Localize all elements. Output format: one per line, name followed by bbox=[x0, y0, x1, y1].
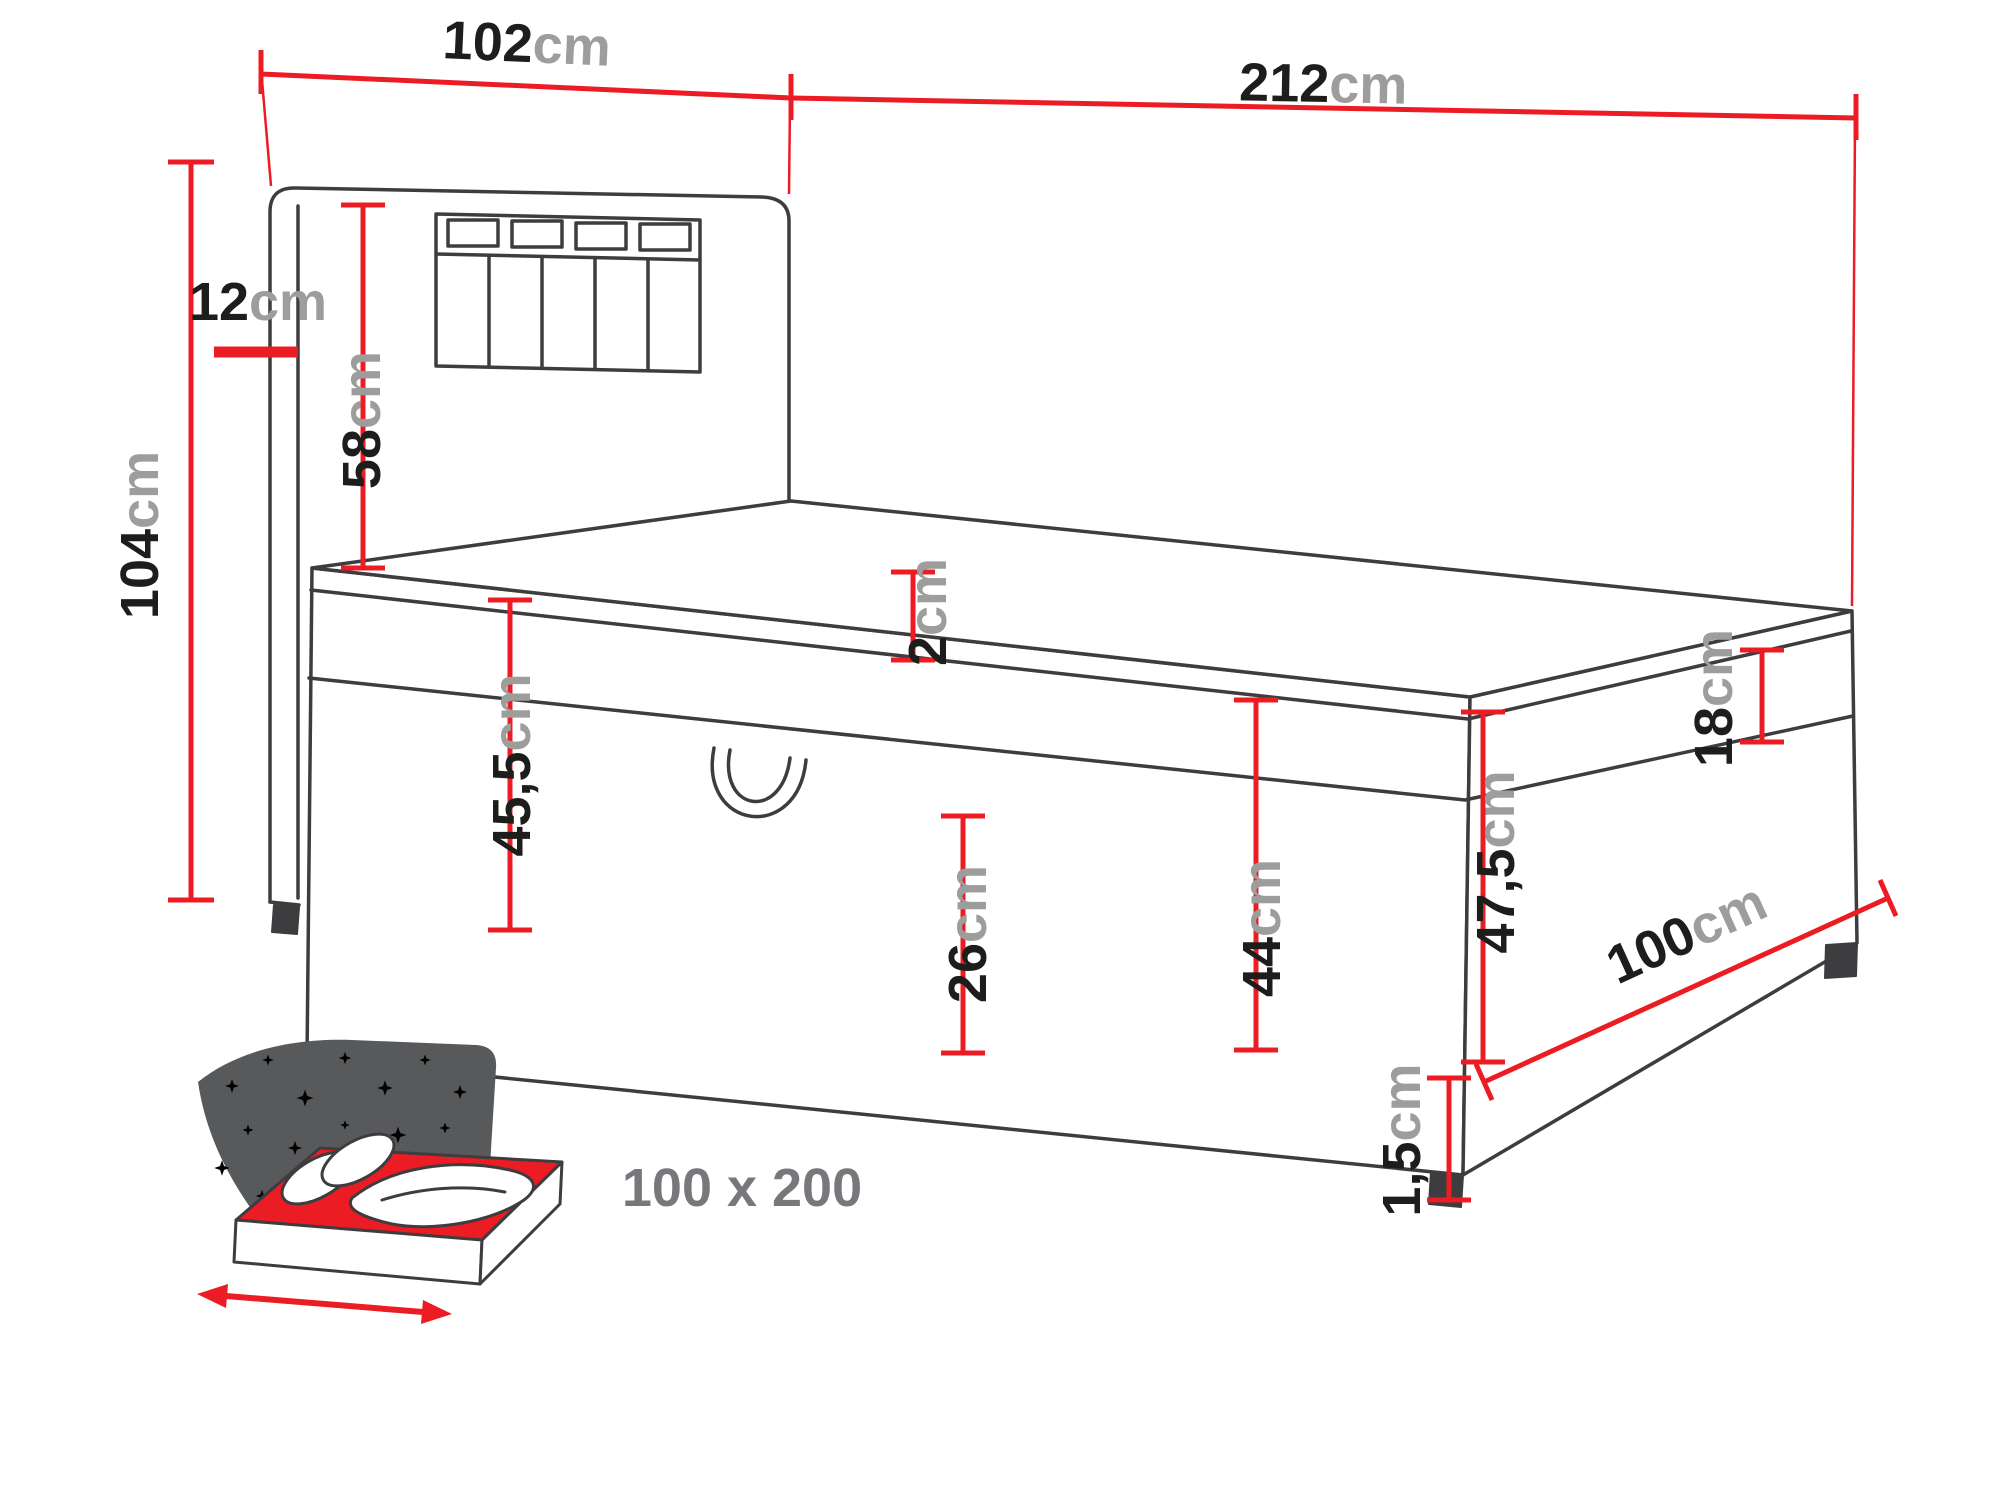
dimension-headboard-height: 58cm bbox=[332, 202, 392, 571]
mini-bed-duvet-fold bbox=[380, 1186, 507, 1202]
dimension-label: 45,5cm bbox=[482, 673, 542, 856]
dimension-feet-height: 1,5cm bbox=[1372, 1063, 1471, 1217]
topper-bottom-line bbox=[309, 588, 1853, 721]
headboard-foot bbox=[271, 904, 300, 935]
dimension-tick bbox=[488, 597, 532, 933]
mini-bed-pillow bbox=[320, 1132, 396, 1188]
dimension-side-height-left: 45,5cm bbox=[482, 597, 542, 933]
dimension-tick bbox=[168, 159, 214, 903]
panel-strip-line bbox=[434, 252, 702, 262]
size-label: 100 x 200 bbox=[622, 1158, 862, 1218]
handle-outer-loop bbox=[710, 746, 808, 819]
mini-bed-duvet bbox=[348, 1163, 535, 1229]
dimension-label: 44cm bbox=[1232, 859, 1292, 997]
dimension-total-height: 104cm bbox=[110, 159, 214, 903]
dimension-line bbox=[1482, 895, 1890, 1085]
dimension-label: 1,5cm bbox=[1372, 1063, 1432, 1216]
bed-box-drawing bbox=[305, 499, 1859, 1208]
bed-drawing bbox=[268, 186, 1859, 1208]
dimension-headboard-width: 102cm bbox=[258, 10, 794, 195]
extension-line bbox=[260, 79, 792, 195]
dimension-label: 47,5cm bbox=[1466, 770, 1526, 953]
panel-vertical-seams bbox=[487, 254, 650, 372]
dimension-mattress-thickness: 18cm bbox=[1684, 629, 1784, 767]
dimension-tick bbox=[1473, 878, 1899, 1102]
headboard-drawing bbox=[268, 186, 791, 935]
dimension-label: 18cm bbox=[1684, 629, 1744, 767]
panel-top-rects bbox=[446, 218, 692, 252]
width-arrow-head-right bbox=[421, 1300, 452, 1324]
dimension-tick bbox=[1427, 1075, 1471, 1203]
dimension-headboard-depth: 12cm bbox=[189, 272, 327, 358]
width-arrow-line bbox=[225, 1293, 424, 1315]
dimension-tick bbox=[891, 569, 935, 663]
dimension-line bbox=[790, 95, 1857, 121]
extension-line bbox=[1850, 121, 1857, 607]
mini-bed-side bbox=[478, 1160, 564, 1286]
mattress-top-surface bbox=[310, 499, 1854, 699]
dimension-side-height-right: 47,5cm bbox=[1461, 709, 1526, 1065]
mattress-bottom-seam bbox=[307, 676, 1855, 802]
dimension-bed-length: 212cm bbox=[790, 52, 1859, 607]
product-icon: 100 x 200 bbox=[197, 1039, 862, 1324]
dimension-storage-depth: 26cm bbox=[938, 813, 998, 1056]
dimension-tick bbox=[1234, 697, 1278, 1053]
dimension-label: 102cm bbox=[441, 10, 612, 78]
dimension-tick bbox=[1740, 647, 1784, 745]
dimension-label: 58cm bbox=[332, 351, 392, 489]
dimension-tick bbox=[1461, 709, 1505, 1065]
dimension-label: 26cm bbox=[938, 865, 998, 1003]
headboard-panel bbox=[434, 212, 702, 374]
dimension-tick bbox=[941, 813, 985, 1056]
dimension-label: 104cm bbox=[110, 451, 170, 619]
dimension-label: 2cm bbox=[898, 558, 958, 666]
storage-handle bbox=[710, 746, 808, 819]
width-arrow bbox=[197, 1284, 452, 1324]
dimension-label: 212cm bbox=[1239, 52, 1408, 115]
bed-foot-back-right bbox=[1824, 942, 1858, 979]
handle-inner-loop bbox=[726, 748, 792, 803]
dimension-tick bbox=[258, 50, 794, 120]
dimension-label: 12cm bbox=[189, 272, 327, 332]
dimension-base-height: 44cm bbox=[1232, 697, 1292, 1053]
dimension-topper-thickness: 2cm bbox=[891, 558, 958, 666]
headboard-outline bbox=[268, 186, 791, 904]
panel-outline bbox=[434, 212, 702, 374]
width-arrow-head-left bbox=[197, 1284, 228, 1308]
dimension-tick bbox=[341, 202, 385, 571]
headboard-bottom-line bbox=[268, 900, 301, 907]
mini-bed-icon bbox=[232, 1132, 564, 1286]
dimension-line bbox=[260, 71, 792, 101]
